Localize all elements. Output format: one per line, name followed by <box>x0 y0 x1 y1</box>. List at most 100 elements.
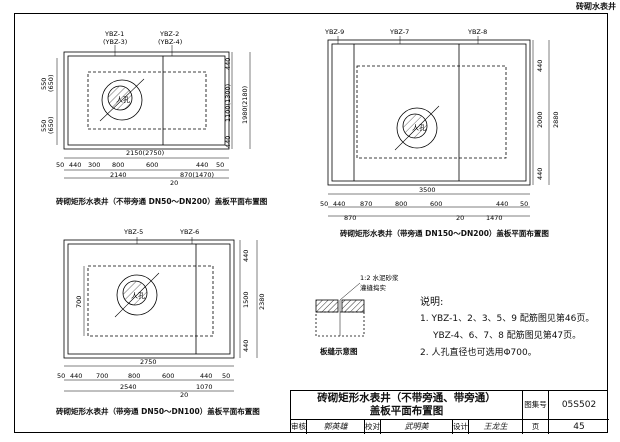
joint-detail <box>315 282 365 337</box>
dim2-b2: 440 <box>333 200 345 208</box>
plan-drawing-2 <box>327 36 550 217</box>
dim2-b6: 440 <box>496 200 508 208</box>
well-inner-outline-2 <box>356 65 507 159</box>
reviewer-name: 郭英雄 <box>307 420 365 434</box>
dim1-left-bot-alt: (650) <box>47 117 55 134</box>
dim2-b7: 50 <box>520 200 528 208</box>
title-line-2: 盖板平面布置图 <box>369 405 444 417</box>
label-ybz2: YBZ-2 <box>159 30 179 38</box>
dim3-b2: 440 <box>70 372 82 380</box>
dim1-b1: 50 <box>56 161 64 169</box>
designer-name: 王龙生 <box>469 420 523 434</box>
dim3-b3: 700 <box>96 372 108 380</box>
well-inner-outline-1 <box>87 71 207 130</box>
caption-joint: 板缝示意图 <box>320 347 358 356</box>
dim1-r1: 440 <box>224 58 232 70</box>
notes-title: 说明: <box>420 297 444 308</box>
outer-outline-2 <box>327 39 531 186</box>
sheet-header: 砖砌水表井 <box>576 2 616 11</box>
label-ybz6: YBZ-6 <box>179 228 199 236</box>
slab-outline-1 <box>67 55 226 146</box>
label-ybz9: YBZ-9 <box>324 28 344 36</box>
notes-line-1: 1. YBZ-1、2、3、5、9 配筋图见第46页。 <box>420 314 595 324</box>
dim1-b3: 300 <box>88 161 100 169</box>
dim2-r2: 2000 <box>536 111 544 128</box>
page-number: 45 <box>573 422 585 432</box>
dim3-b4: 800 <box>128 372 140 380</box>
dim3-total: 2750 <box>140 358 157 366</box>
dim2-b1: 50 <box>320 200 328 208</box>
dim3-b6: 440 <box>200 372 212 380</box>
dim1-b4: 800 <box>112 161 124 169</box>
dim3-r1: 440 <box>242 250 250 262</box>
dim1-total: 2150(2750) <box>126 149 164 157</box>
dim2-r3: 440 <box>536 168 544 180</box>
dim1-b2: 440 <box>69 161 81 169</box>
dim1-b7: 50 <box>216 161 224 169</box>
manhole-circle-1 <box>101 79 143 121</box>
slab-outline-3 <box>67 243 231 355</box>
plan-drawing-1 <box>56 45 251 179</box>
title-block: 砖砌矩形水表井（不带旁通、带旁通） 盖板平面布置图 图集号 05S502 审核 … <box>290 390 609 434</box>
design-label: 设计 <box>453 420 469 434</box>
slab-outline-2 <box>331 43 527 182</box>
atlas-label: 图集号 <box>523 391 549 419</box>
dim3-b7: 50 <box>222 372 230 380</box>
dim3-r2: 1500 <box>242 291 250 308</box>
dim1-inner2: 870(1470) <box>180 171 214 179</box>
dim2-gap: 20 <box>456 214 464 222</box>
dim2-total: 3500 <box>419 186 436 194</box>
dim1-r2: 1100(1300) <box>224 84 232 122</box>
label-ybz7: YBZ-7 <box>389 28 409 36</box>
dim2-r4: 2880 <box>552 111 560 128</box>
dim1-b5: 600 <box>146 161 158 169</box>
atlas-number: 05S502 <box>561 400 597 410</box>
check-label: 校对 <box>365 420 381 434</box>
dim3-left: 700 <box>75 296 83 308</box>
title-line-1: 砖砌矩形水表井（不带旁通、带旁通） <box>317 392 496 404</box>
dim3-r3: 440 <box>242 340 250 352</box>
outer-outline-3 <box>63 239 235 359</box>
drawing-frame <box>14 13 608 433</box>
manhole-hatch-3 <box>122 280 148 306</box>
label-ybz5: YBZ-5 <box>123 228 143 236</box>
joint-label-1: 1:2 水泥砂浆 <box>360 273 399 282</box>
caption-drawing-1: 砖砌矩形水表井（不带旁通 DN50～DN200）盖板平面布置图 <box>56 197 268 206</box>
joint-label-2: 灌缝捣实 <box>360 283 387 292</box>
notes-line-2: YBZ-4、6、7、8 配筋图见第47页。 <box>433 331 582 341</box>
manhole-hatch-1 <box>107 85 133 111</box>
dim2-inner2: 1470 <box>486 214 503 222</box>
dim2-inner: 870 <box>344 214 356 222</box>
page-label: 页 <box>523 420 549 434</box>
dim1-left-top-alt: (650) <box>47 75 55 92</box>
manhole-label-1: 人孔 <box>116 96 130 104</box>
title-block-title: 砖砌矩形水表井（不带旁通、带旁通） 盖板平面布置图 <box>291 391 523 419</box>
joint-slab-right <box>341 299 365 313</box>
caption-drawing-2: 砖砌矩形水表井（带旁通 DN150～DN200）盖板平面布置图 <box>340 229 549 238</box>
manhole-circle-2 <box>396 107 438 149</box>
manhole-label-3: 人孔 <box>131 292 145 300</box>
manhole-hatch-2 <box>402 113 428 139</box>
dim2-b5: 600 <box>430 200 442 208</box>
label-ybz3: (YBZ-3) <box>103 38 127 46</box>
dim3-r4: 2380 <box>258 293 266 310</box>
label-ybz1: YBZ-1 <box>104 30 124 38</box>
dim1-b6: 440 <box>196 161 208 169</box>
review-label: 审核 <box>291 420 307 434</box>
dim2-b3: 870 <box>360 200 372 208</box>
dim1-left-top: 550 <box>40 78 48 90</box>
label-ybz4: (YBZ-4) <box>158 38 182 46</box>
manhole-label-2: 人孔 <box>412 124 426 132</box>
notes-line-3: 2. 人孔直径也可选用Φ700。 <box>420 348 537 358</box>
dim3-inner: 2540 <box>120 383 137 391</box>
dim1-gap: 20 <box>170 179 178 187</box>
manhole-circle-3 <box>116 274 158 316</box>
caption-drawing-3: 砖砌矩形水表井（带旁通 DN50～DN100）盖板平面布置图 <box>56 407 260 416</box>
dim3-b5: 600 <box>162 372 174 380</box>
plan-drawing-3 <box>63 237 258 392</box>
dim1-r3: 440 <box>224 136 232 148</box>
dim3-gap: 20 <box>180 391 188 399</box>
joint-slab-left <box>315 299 339 313</box>
